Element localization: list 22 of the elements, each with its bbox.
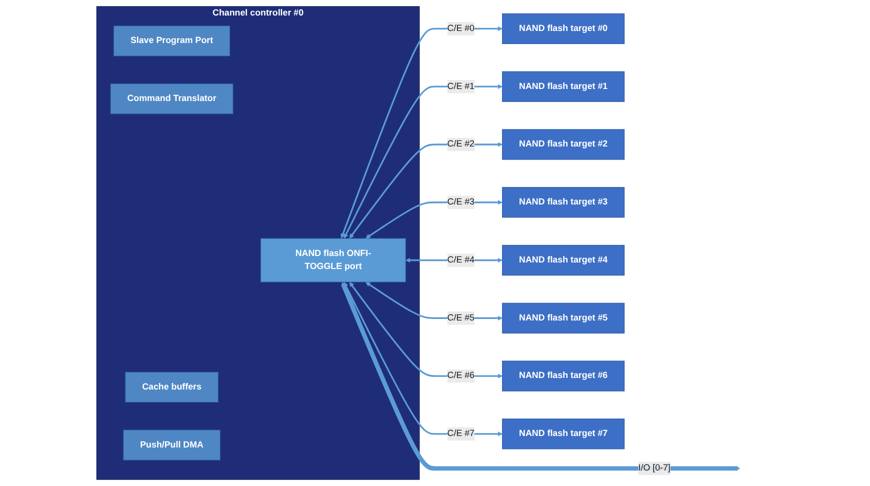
node-box: NAND flash target #7 — [502, 418, 625, 450]
edge-label: I/O [0-7] — [638, 463, 670, 473]
node-box: NAND flash target #5 — [502, 302, 625, 334]
node-box: NAND flash ONFI-TOGGLE port — [260, 238, 406, 282]
edge-label: C/E #3 — [447, 197, 475, 207]
edge-label: C/E #4 — [447, 255, 475, 265]
node-box: Cache buffers — [125, 372, 218, 402]
node-box: NAND flash target #2 — [502, 129, 625, 160]
node-box: NAND flash target #1 — [502, 71, 625, 102]
edge-label: C/E #7 — [447, 428, 475, 438]
edge-label: C/E #2 — [447, 139, 475, 149]
node-box: NAND flash target #0 — [502, 13, 625, 44]
node-box: NAND flash target #6 — [502, 360, 625, 392]
node-box: Slave Program Port — [113, 26, 230, 56]
node-box: NAND flash target #3 — [502, 187, 625, 218]
edge-label: C/E #1 — [447, 82, 475, 92]
node-box: NAND flash target #4 — [502, 244, 625, 276]
edge-label: C/E #6 — [447, 371, 475, 380]
edge-label: C/E #5 — [447, 313, 475, 323]
edge-label: C/E #0 — [447, 24, 475, 34]
node-box: Push/Pull DMA — [123, 430, 220, 460]
node-box: Command Translator — [110, 84, 234, 114]
